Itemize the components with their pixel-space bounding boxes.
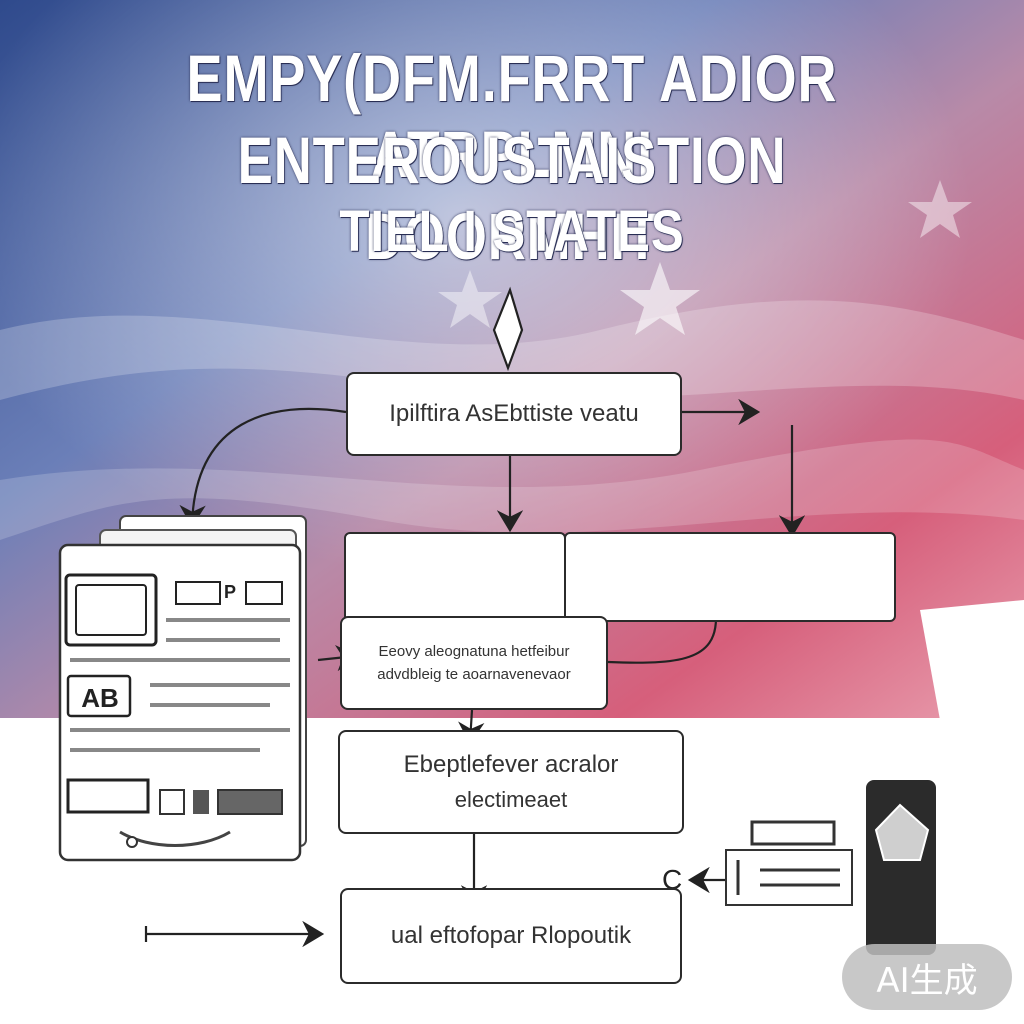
small-info-line-2: advdbleig te aoarnavenevaor (377, 666, 571, 683)
small-info-line-1: Eeovy aleognatuna hetfeibur (378, 643, 570, 660)
document-badge: AB (81, 682, 119, 713)
mid-right-box (564, 532, 896, 622)
small-info-box: Eeovy aleognatuna hetfeibur advdbleig te… (340, 616, 608, 710)
electrical-line-1: Ebeptlefever acralor (403, 751, 619, 778)
electrical-line-2: electimeaet (454, 787, 568, 812)
bottom-process-box: ual eftofopar Rlopoutik (340, 888, 682, 984)
document-field-label: P (224, 582, 237, 602)
bottom-process-label: ual eftofopar Rlopoutik (390, 922, 632, 949)
electrical-box: Ebeptlefever acralor electimeaet (338, 730, 684, 834)
ai-generated-watermark: AI生成 (842, 944, 1012, 1010)
title-line-2: ENTEROUSTAISTION DOORMHIT (237, 123, 787, 273)
top-process-label: Ipilftira AsEbttiste veatu (389, 400, 639, 427)
title-line-1: EMPY(DFM.FRRT ADIOR ATRPLMNI (186, 41, 838, 191)
device-connector-label: C (662, 864, 683, 895)
title-line-3: TIEL I STATES (339, 199, 685, 264)
top-process-box: Ipilftira AsEbttiste veatu (346, 372, 682, 456)
mid-left-box (344, 532, 566, 622)
